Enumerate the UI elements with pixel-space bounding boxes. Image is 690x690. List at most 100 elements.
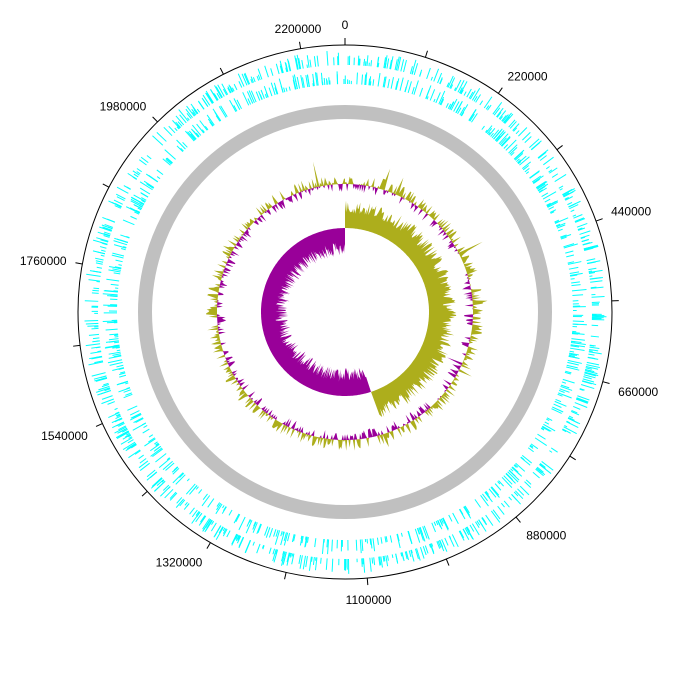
cds-feature	[88, 333, 100, 336]
cds-feature	[103, 235, 110, 238]
cds-feature	[476, 520, 481, 526]
cds-feature	[316, 72, 319, 86]
cds-feature	[485, 129, 488, 133]
cds-feature	[233, 105, 238, 112]
cds-feature	[557, 392, 572, 399]
cds-feature	[447, 75, 454, 88]
cds-feature	[300, 75, 304, 88]
cds-feature	[116, 186, 129, 194]
cds-feature	[162, 460, 173, 470]
scale-labels: 0220000440000660000880000110000013200001…	[20, 18, 659, 607]
cds-feature	[96, 266, 102, 269]
cds-feature	[301, 77, 305, 88]
scale-tick	[219, 67, 224, 75]
cds-feature	[584, 370, 598, 375]
cds-feature	[376, 56, 380, 68]
cds-feature	[568, 266, 579, 270]
cds-feature	[292, 75, 297, 90]
cds-feature	[116, 349, 121, 352]
cds-feature	[200, 515, 206, 523]
cds-feature	[361, 539, 364, 551]
cds-feature	[207, 498, 215, 508]
cds-feature	[501, 114, 507, 122]
cds-feature	[589, 346, 600, 350]
cds-feature	[153, 445, 162, 452]
cds-feature	[186, 478, 190, 482]
cds-feature	[250, 90, 257, 103]
cds-feature	[102, 293, 118, 296]
cds-feature	[292, 79, 296, 90]
cds-feature	[560, 384, 570, 389]
cds-feature	[216, 502, 222, 511]
cds-feature	[496, 131, 506, 143]
cds-feature	[185, 483, 196, 495]
cds-feature	[179, 472, 185, 478]
cds-feature	[442, 517, 449, 531]
cds-feature	[551, 173, 559, 178]
cds-feature	[253, 521, 257, 528]
cds-feature	[202, 94, 211, 106]
cds-feature	[407, 81, 412, 94]
cds-feature	[410, 549, 413, 554]
cds-feature	[576, 222, 588, 228]
cds-feature	[100, 239, 109, 243]
cds-feature	[95, 262, 103, 265]
cds-feature	[404, 551, 408, 559]
cds-feature	[283, 532, 287, 542]
cds-feature	[469, 113, 475, 122]
cds-feature	[524, 167, 530, 173]
cds-feature	[400, 59, 405, 72]
cds-feature	[485, 125, 493, 134]
cds-feature	[257, 68, 263, 80]
cds-feature	[563, 191, 574, 198]
scale-tick	[556, 145, 563, 151]
cds-feature	[471, 87, 481, 101]
cds-feature	[376, 537, 379, 545]
cds-feature	[396, 533, 400, 542]
cds-feature	[458, 530, 465, 541]
cds-feature	[533, 178, 541, 184]
cds-feature	[426, 96, 429, 100]
cds-feature	[237, 73, 245, 87]
cds-feature	[161, 479, 165, 483]
cds-feature	[532, 471, 540, 479]
cds-feature	[99, 377, 108, 381]
cds-feature	[293, 534, 296, 542]
cds-feature	[270, 82, 276, 96]
cds-feature	[115, 415, 122, 419]
cds-feature	[139, 201, 145, 206]
cds-feature	[501, 136, 511, 147]
cds-feature	[116, 380, 128, 386]
cds-feature	[91, 372, 106, 377]
cds-feature	[289, 552, 292, 557]
cds-feature	[419, 527, 424, 535]
cds-feature	[588, 272, 595, 274]
cds-feature	[423, 525, 430, 540]
cds-feature	[314, 72, 318, 86]
cds-feature	[256, 75, 260, 81]
cds-feature	[175, 115, 185, 126]
cds-feature	[422, 526, 428, 539]
cds-feature	[256, 523, 262, 534]
cds-feature	[228, 509, 233, 516]
cds-feature	[122, 434, 131, 440]
cds-feature	[536, 466, 544, 473]
cds-feature	[199, 120, 208, 131]
cds-feature	[235, 534, 239, 540]
cds-feature	[387, 79, 390, 89]
cds-feature	[205, 90, 214, 104]
cds-feature	[483, 96, 493, 109]
cds-feature	[189, 485, 198, 495]
cds-feature	[113, 272, 121, 275]
cds-feature	[555, 398, 562, 403]
cds-feature	[455, 100, 463, 114]
scale-tick	[569, 455, 576, 461]
cds-feature	[587, 356, 599, 360]
cds-feature	[162, 158, 171, 166]
cds-feature	[465, 527, 474, 540]
cds-feature	[566, 366, 580, 371]
cds-feature	[274, 530, 281, 545]
cds-feature	[413, 80, 419, 95]
cds-feature	[138, 454, 144, 460]
